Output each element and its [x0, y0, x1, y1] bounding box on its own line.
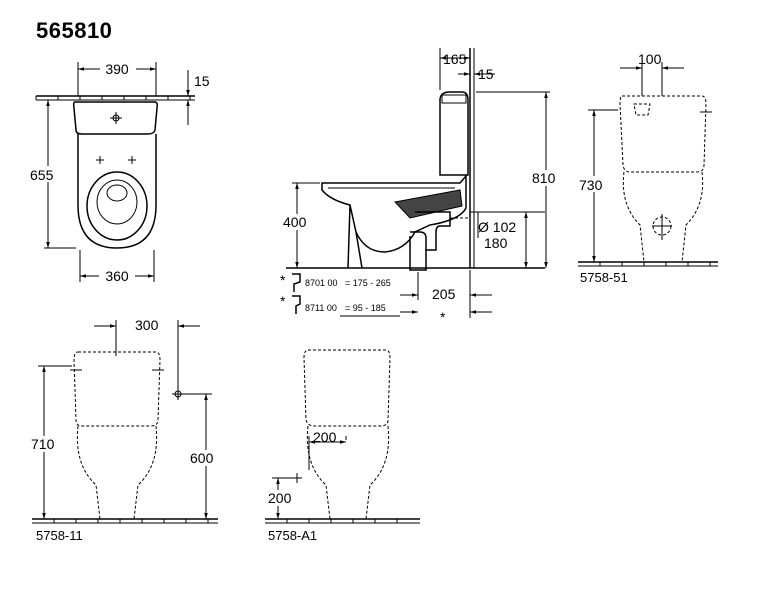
dim-seat-height: 400 [283, 214, 307, 230]
dim-length: 655 [30, 167, 54, 183]
dim-width-top: 390 [105, 61, 129, 77]
drawing-number: 565810 [36, 18, 113, 43]
side-star-note: * [440, 309, 446, 325]
dim-rim-offset: 15 [194, 73, 210, 89]
code-5758-51: 5758-51 [580, 270, 628, 285]
adapter-1-marker: * [280, 272, 286, 288]
dim-outlet-height: 180 [484, 235, 508, 251]
adapter-1-icon [292, 273, 301, 292]
dim-outlet-distance: 205 [432, 286, 456, 302]
dim-wall-gap: 15 [478, 66, 494, 82]
dim-5758-11-height: 710 [31, 436, 55, 452]
dim-outlet-diameter: Ø 102 [478, 219, 516, 235]
code-5758-11: 5758-11 [36, 528, 83, 543]
side-view: Ø 102 165 15 810 180 400 205 * * 8701 0 [280, 48, 560, 325]
top-view: 390 15 655 360 [30, 60, 210, 284]
dim-5758-11-top: 300 [135, 317, 159, 333]
dim-5758-51-top: 100 [638, 51, 662, 67]
adapter-2-icon [292, 295, 301, 314]
dim-5758-A1-top: 200 [313, 429, 337, 445]
dim-total-height: 810 [532, 170, 556, 186]
adapter-2-range: = 95 - 185 [345, 303, 386, 313]
dim-width-bottom: 360 [105, 268, 129, 284]
code-5758-A1: 5758-A1 [268, 528, 317, 543]
dim-5758-11-inlet: 600 [190, 450, 214, 466]
front-view-5758-11: 300 710 600 5758-11 [30, 317, 220, 543]
adapter-1-code: 8701 00 [305, 278, 338, 288]
adapter-1-range: = 175 - 265 [345, 278, 391, 288]
adapter-2-marker: * [280, 293, 286, 309]
adapter-2-code: 8711 00 [305, 303, 337, 313]
dim-5758-51-height: 730 [579, 177, 603, 193]
dim-5758-A1-inlet: 200 [268, 490, 292, 506]
dim-tank-depth: 165 [443, 51, 467, 67]
front-view-5758-A1: 200 200 5758-A1 [264, 349, 420, 543]
front-view-5758-51: 100 730 5758-51 [578, 51, 718, 285]
